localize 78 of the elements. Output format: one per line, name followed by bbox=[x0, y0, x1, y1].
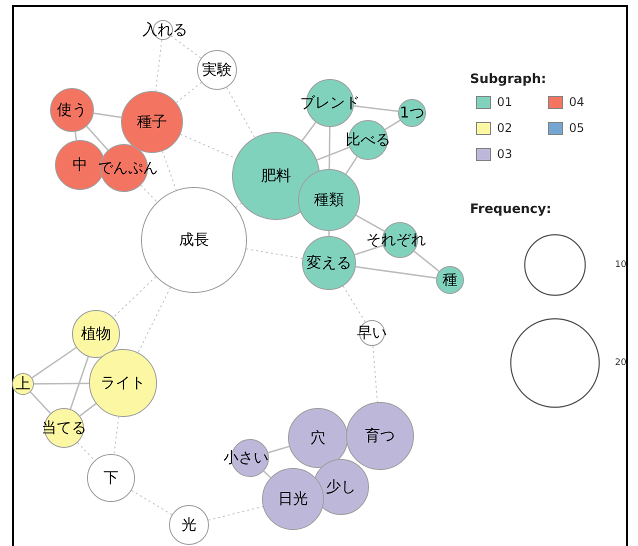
word-label: 育つ bbox=[365, 428, 395, 444]
word-bubble bbox=[44, 408, 84, 448]
legend-label: 10 bbox=[615, 261, 626, 270]
link-line bbox=[356, 214, 385, 232]
link-line bbox=[354, 105, 398, 112]
link-line bbox=[155, 39, 162, 92]
link-line bbox=[372, 345, 378, 403]
word-label: 種類 bbox=[314, 192, 344, 208]
legend-heading: Frequency: bbox=[470, 201, 552, 219]
link-line bbox=[32, 346, 77, 378]
legend-label: 04 bbox=[569, 94, 584, 111]
link-line bbox=[34, 382, 89, 385]
link-line bbox=[131, 490, 172, 516]
link-line bbox=[170, 35, 202, 59]
legend-label: 05 bbox=[569, 120, 584, 137]
link-line bbox=[138, 286, 171, 354]
word-label: 種 bbox=[442, 272, 458, 288]
word-bubble bbox=[359, 320, 385, 346]
word-label: 肥料 bbox=[261, 168, 291, 184]
link-line bbox=[94, 112, 122, 118]
link-line bbox=[328, 127, 330, 169]
word-bubble bbox=[197, 50, 237, 90]
link-line bbox=[70, 356, 89, 410]
word-label: 当てる bbox=[42, 420, 86, 436]
word-label: 少し bbox=[326, 480, 356, 494]
word-label: 使う bbox=[57, 102, 87, 118]
link-line bbox=[345, 156, 358, 174]
word-label: 光 bbox=[182, 518, 196, 532]
link-line bbox=[77, 442, 96, 462]
link-line bbox=[74, 132, 78, 140]
word-label: 種子 bbox=[137, 114, 167, 130]
word-label: 早い bbox=[357, 326, 387, 340]
word-bubble bbox=[169, 505, 209, 545]
link-line bbox=[268, 446, 290, 454]
word-bubble bbox=[302, 236, 356, 290]
link-line bbox=[114, 416, 120, 455]
link-line bbox=[302, 122, 316, 142]
word-bubble bbox=[50, 88, 94, 132]
link-line bbox=[328, 231, 330, 236]
legend-label: 02 bbox=[497, 120, 512, 137]
link-line bbox=[316, 146, 350, 161]
word-label: 小さい bbox=[224, 450, 268, 466]
word-bubble bbox=[436, 266, 464, 294]
word-label: 1つ bbox=[400, 106, 424, 120]
legend-label: 01 bbox=[497, 94, 512, 111]
word-label: 変える bbox=[306, 256, 352, 270]
link-line bbox=[384, 120, 400, 130]
word-bubble bbox=[398, 99, 426, 127]
link-line bbox=[112, 276, 156, 318]
link-line bbox=[226, 86, 256, 138]
word-label: 日光 bbox=[278, 492, 308, 506]
link-line bbox=[140, 184, 158, 202]
link-line bbox=[263, 470, 272, 478]
word-label: 上 bbox=[16, 376, 30, 392]
word-bubble bbox=[87, 454, 135, 502]
word-label: 成長 bbox=[179, 232, 209, 248]
word-label: 植物 bbox=[81, 326, 111, 342]
legend-label: 03 bbox=[497, 146, 512, 163]
word-bubble bbox=[12, 373, 34, 395]
word-label: 入れる bbox=[142, 22, 188, 38]
link-line bbox=[235, 202, 242, 208]
word-label: 穴 bbox=[310, 430, 326, 446]
legend-label: 20 bbox=[615, 359, 626, 368]
word-bubble bbox=[72, 310, 120, 358]
word-label: 実験 bbox=[202, 62, 232, 78]
link-line bbox=[176, 82, 202, 104]
link-line bbox=[414, 250, 440, 272]
link-line bbox=[354, 244, 384, 256]
link-line bbox=[30, 392, 51, 414]
link-line bbox=[162, 150, 177, 191]
word-label: ライト bbox=[100, 376, 146, 390]
link-line bbox=[356, 266, 436, 279]
link-line bbox=[86, 126, 109, 151]
legend-heading: Subgraph: bbox=[470, 71, 546, 89]
link-line bbox=[79, 403, 96, 416]
link-line bbox=[246, 248, 303, 259]
word-label: 下 bbox=[104, 470, 118, 486]
word-label: 中 bbox=[72, 158, 88, 172]
